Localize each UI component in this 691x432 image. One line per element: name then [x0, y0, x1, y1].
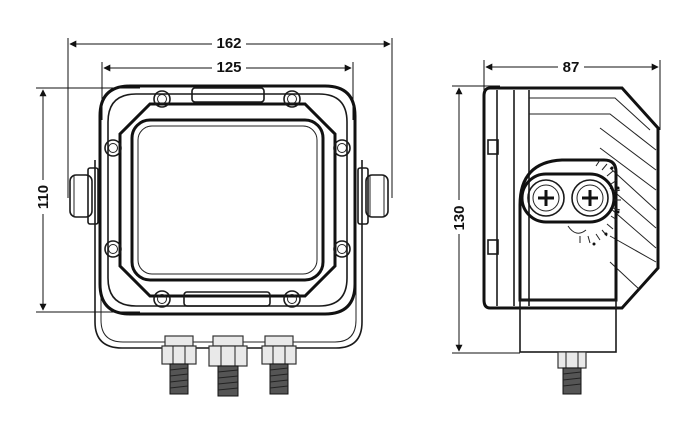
bottom-bolt-right	[261, 335, 297, 395]
bottom-tab	[183, 291, 271, 307]
housing-inner-bezel	[118, 102, 337, 298]
side-housing	[482, 86, 660, 310]
front-screws	[104, 90, 351, 308]
screw-top-left	[153, 90, 171, 108]
adjust-knob-capsule	[520, 172, 616, 224]
side-depth-label: 87	[563, 59, 580, 76]
overall-width-label: 162	[216, 35, 241, 52]
screw-bottom-left	[153, 290, 171, 308]
bottom-bolt-center	[208, 335, 248, 397]
adjust-screw-left	[527, 179, 565, 217]
dimension-housing-height: 110	[33, 87, 140, 313]
right-side-knob	[357, 167, 389, 225]
screw-mid-right-bottom	[333, 240, 351, 258]
bracket-notch	[567, 225, 587, 234]
side-bottom-bolt	[557, 351, 587, 395]
side-bracket	[518, 158, 618, 302]
dimension-housing-width: 125	[101, 58, 354, 120]
dimension-side-depth: 87	[483, 58, 661, 130]
screw-mid-right-top	[333, 139, 351, 157]
adjust-screw-right	[571, 179, 609, 217]
front-view: 162 125 110	[33, 34, 393, 397]
side-view: 87 130	[450, 58, 661, 395]
screw-mid-left-top	[104, 139, 122, 157]
side-tab-bottom	[487, 239, 499, 255]
left-side-knob	[69, 167, 99, 225]
dimension-overall-width: 162	[67, 34, 393, 198]
dimension-side-height: 130	[450, 85, 520, 354]
screw-bottom-right	[283, 290, 301, 308]
housing-height-label: 110	[35, 185, 52, 209]
tilt-angle-scale	[579, 159, 621, 246]
screw-mid-left-bottom	[104, 240, 122, 258]
lens-window	[130, 118, 325, 282]
cooling-fins	[529, 97, 657, 291]
top-tab	[191, 87, 265, 103]
housing-outer-frame	[98, 84, 357, 316]
side-tab-top	[487, 139, 499, 155]
screw-top-right	[283, 90, 301, 108]
bottom-bolt-left	[161, 335, 197, 395]
side-height-label: 130	[451, 205, 468, 230]
housing-width-label: 125	[216, 59, 241, 76]
